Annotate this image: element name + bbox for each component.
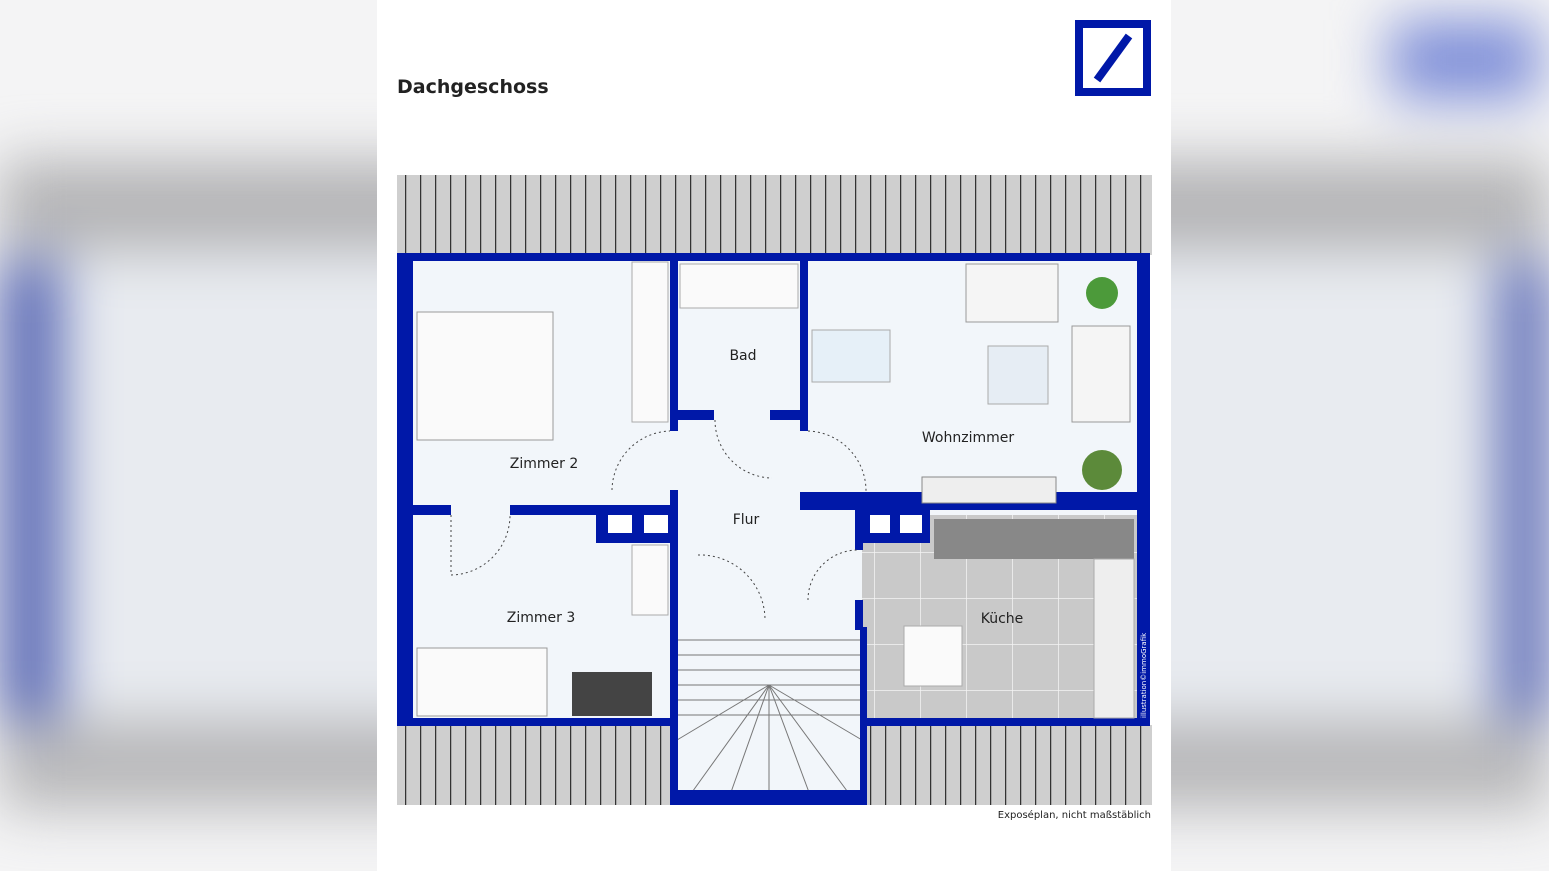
room-label-zimmer-2: Zimmer 2 [510, 456, 578, 472]
sofa [965, 263, 1059, 323]
page-title: Dachgeschoss [397, 76, 549, 98]
coffee-table [987, 345, 1049, 405]
bed-single [416, 647, 548, 717]
room-label-kueche: Küche [981, 611, 1024, 627]
door-swings [450, 419, 867, 621]
room-label-zimmer-3: Zimmer 3 [507, 610, 575, 626]
desk [572, 672, 652, 716]
tv-board [921, 476, 1057, 504]
stairs [676, 639, 863, 796]
kitchen-counter [934, 519, 1134, 559]
roof-top [397, 175, 1152, 255]
room-label-bad: Bad [729, 348, 756, 364]
armchair [1071, 325, 1131, 423]
deutsche-bank-logo [1075, 20, 1151, 96]
wardrobe [631, 261, 669, 423]
plant [1086, 277, 1118, 309]
bathtub [679, 263, 799, 309]
wardrobe [631, 544, 669, 616]
bed-double [416, 311, 554, 441]
kitchen-table [903, 625, 963, 687]
kitchen-counter [1093, 558, 1135, 719]
illustration-credit: illustration©immoGrafik [1140, 632, 1148, 718]
plant [1082, 450, 1122, 490]
room-label-wohnzimmer: Wohnzimmer [922, 430, 1014, 446]
dining-table [811, 329, 891, 383]
footer-note: Exposéplan, nicht maßstäblich [997, 810, 1151, 821]
room-label-flur: Flur [733, 512, 760, 528]
